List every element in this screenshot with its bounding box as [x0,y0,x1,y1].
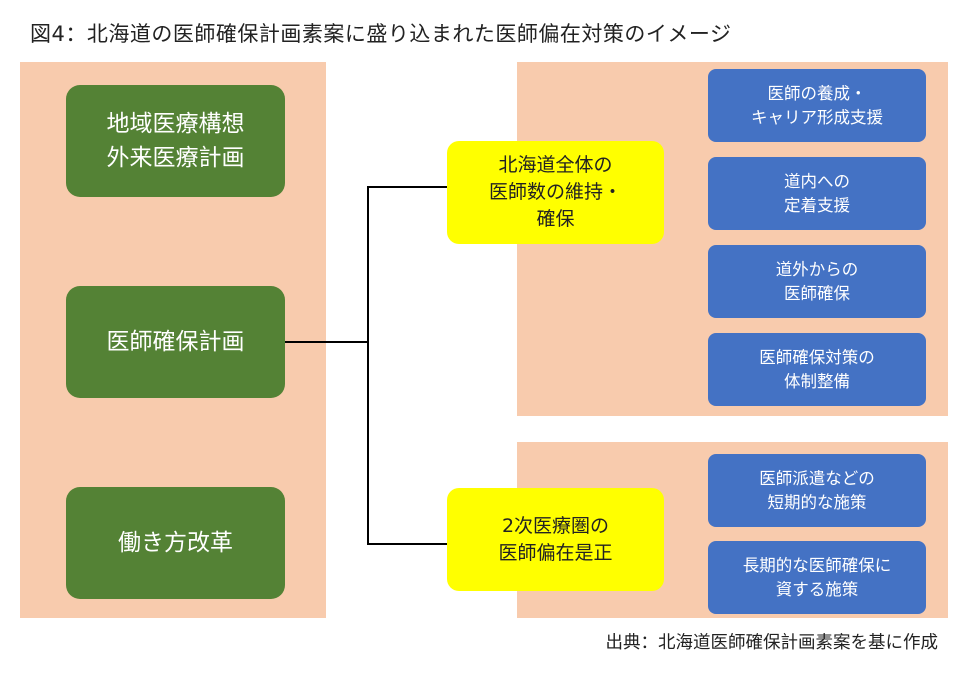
measure-box-long-term: 長期的な医師確保に 資する施策 [708,541,926,614]
goal-box-correct-maldistribution: 2次医療圏の 医師偏在是正 [447,488,664,591]
measure-box-training-career: 医師の養成・ キャリア形成支援 [708,69,926,142]
figure-title: 図4：北海道の医師確保計画素案に盛り込まれた医師偏在対策のイメージ [30,22,732,46]
goal-box-maintain-physicians: 北海道全体の 医師数の維持・ 確保 [447,141,664,244]
connector-trunk-to-goal-2 [367,543,448,545]
plan-box-work-style-reform: 働き方改革 [66,487,285,599]
connector-plan-to-trunk [284,341,369,343]
plan-box-physician-securing: 医師確保計画 [66,286,285,398]
measure-box-outside-recruitment: 道外からの 医師確保 [708,245,926,318]
plan-box-regional-medical: 地域医療構想 外来医療計画 [66,85,285,197]
source-note: 出典：北海道医師確保計画素案を基に作成 [605,633,939,653]
measure-box-retention: 道内への 定着支援 [708,157,926,230]
connector-trunk-to-goal-1 [367,186,448,188]
measure-box-system-development: 医師確保対策の 体制整備 [708,333,926,406]
measure-box-short-term: 医師派遣などの 短期的な施策 [708,454,926,527]
connector-trunk [367,186,369,545]
